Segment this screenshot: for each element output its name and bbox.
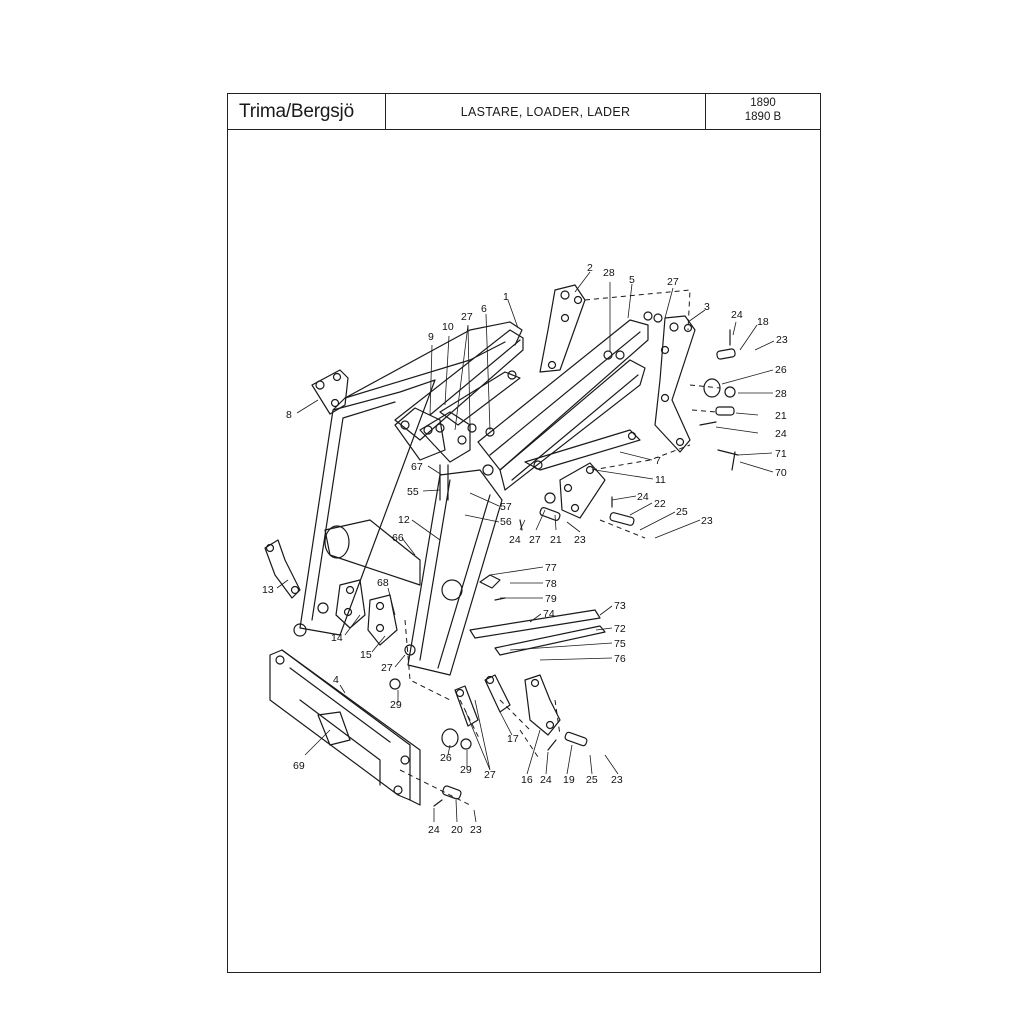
ram-73	[494, 625, 606, 656]
part-label: 18	[757, 316, 769, 328]
part-label: 15	[360, 649, 372, 661]
part-label: 14	[331, 632, 343, 644]
part-label: 78	[545, 578, 557, 590]
document-title: LASTARE, LOADER, LADER	[386, 94, 706, 129]
leader-lines	[276, 271, 775, 823]
parts-sheet: Trima/Bergsjö LASTARE, LOADER, LADER 189…	[227, 93, 821, 973]
ram-72	[469, 609, 601, 639]
part-label: 21	[550, 534, 562, 546]
part-label: 10	[442, 321, 454, 333]
part-label: 23	[701, 515, 713, 527]
part-label: 23	[611, 774, 623, 786]
part-label: 4	[333, 674, 339, 686]
boom-arm-3	[499, 359, 646, 491]
part-label: 73	[614, 600, 626, 612]
part-label: 23	[574, 534, 586, 546]
part-label: 28	[603, 267, 615, 279]
title-block: Trima/Bergsjö LASTARE, LOADER, LADER 189…	[228, 94, 820, 130]
brand-name: Trima/Bergsjö	[228, 94, 386, 129]
part-label: 17	[507, 733, 519, 745]
part-label: 69	[293, 760, 305, 772]
part-label: 56	[500, 516, 512, 528]
part-label: 29	[390, 699, 402, 711]
part-label: 27	[381, 662, 393, 674]
part-label: 19	[563, 774, 575, 786]
part-label: 11	[655, 474, 666, 486]
part-label: 6	[481, 303, 487, 315]
plate-8	[311, 369, 349, 415]
part-label: 77	[545, 562, 557, 574]
model-number: 1890 B	[744, 111, 782, 123]
part-label: 25	[586, 774, 598, 786]
part-label: 71	[775, 448, 787, 460]
part-label: 24	[540, 774, 552, 786]
part-label: 57	[500, 501, 512, 513]
part-label: 3	[704, 301, 710, 313]
part-label: 25	[676, 506, 688, 518]
part-label: 28	[775, 388, 787, 400]
link-7	[524, 429, 641, 471]
part-label: 7	[655, 455, 661, 467]
part-label: 1	[503, 291, 509, 303]
part-label: 2	[587, 262, 593, 274]
bracket-2	[539, 284, 586, 373]
bracket-14	[335, 579, 366, 629]
part-label: 55	[407, 486, 419, 498]
part-label: 21	[775, 410, 787, 422]
part-label: 20	[451, 824, 463, 836]
plate-11	[559, 462, 606, 519]
part-label: 24	[428, 824, 440, 836]
part-label: 29	[460, 764, 472, 776]
part-label: 24	[775, 428, 787, 440]
part-label: 27	[484, 769, 496, 781]
tool-frame-4	[269, 649, 421, 806]
bracket-16	[524, 674, 561, 736]
part-labels: 2 1 28 5 27 3 24 18 23 26 28 21 24 71 70…	[262, 262, 788, 836]
part-label: 27	[461, 311, 473, 323]
part-label: 76	[614, 653, 626, 665]
left-frame	[293, 321, 523, 637]
part-label: 27	[667, 276, 679, 288]
part-label: 26	[440, 752, 452, 764]
assembly-lines	[399, 289, 721, 806]
model-number: 1890	[750, 97, 776, 109]
part-label: 23	[776, 334, 788, 346]
part-label: 74	[543, 608, 555, 620]
part-label: 27	[529, 534, 541, 546]
part-label: 22	[654, 498, 666, 510]
part-label: 66	[392, 532, 404, 544]
part-label: 24	[731, 309, 743, 321]
arm-13	[264, 539, 301, 599]
bracket-15	[367, 594, 398, 646]
part-label: 75	[614, 638, 626, 650]
mounting-plate	[394, 407, 495, 463]
part-label: 9	[428, 331, 434, 343]
part-label: 16	[521, 774, 533, 786]
part-label: 67	[411, 461, 423, 473]
part-label: 24	[509, 534, 521, 546]
bushing-set	[389, 311, 739, 800]
part-label: 68	[377, 577, 389, 589]
boom-arm-5	[477, 319, 649, 476]
part-label: 12	[398, 514, 410, 526]
part-label: 13	[262, 584, 274, 596]
part-label: 26	[775, 364, 787, 376]
link-17	[454, 674, 511, 727]
model-numbers: 1890 1890 B	[706, 96, 820, 124]
part-label: 24	[637, 491, 649, 503]
part-label: 79	[545, 593, 557, 605]
centre-arm-12	[407, 469, 503, 676]
part-label: 72	[614, 623, 626, 635]
lift-cylinder	[439, 370, 521, 426]
part-label: 8	[286, 409, 292, 421]
part-label: 5	[629, 274, 635, 286]
part-label: 70	[775, 467, 787, 479]
part-label: 23	[470, 824, 482, 836]
bracket-3	[654, 315, 696, 453]
